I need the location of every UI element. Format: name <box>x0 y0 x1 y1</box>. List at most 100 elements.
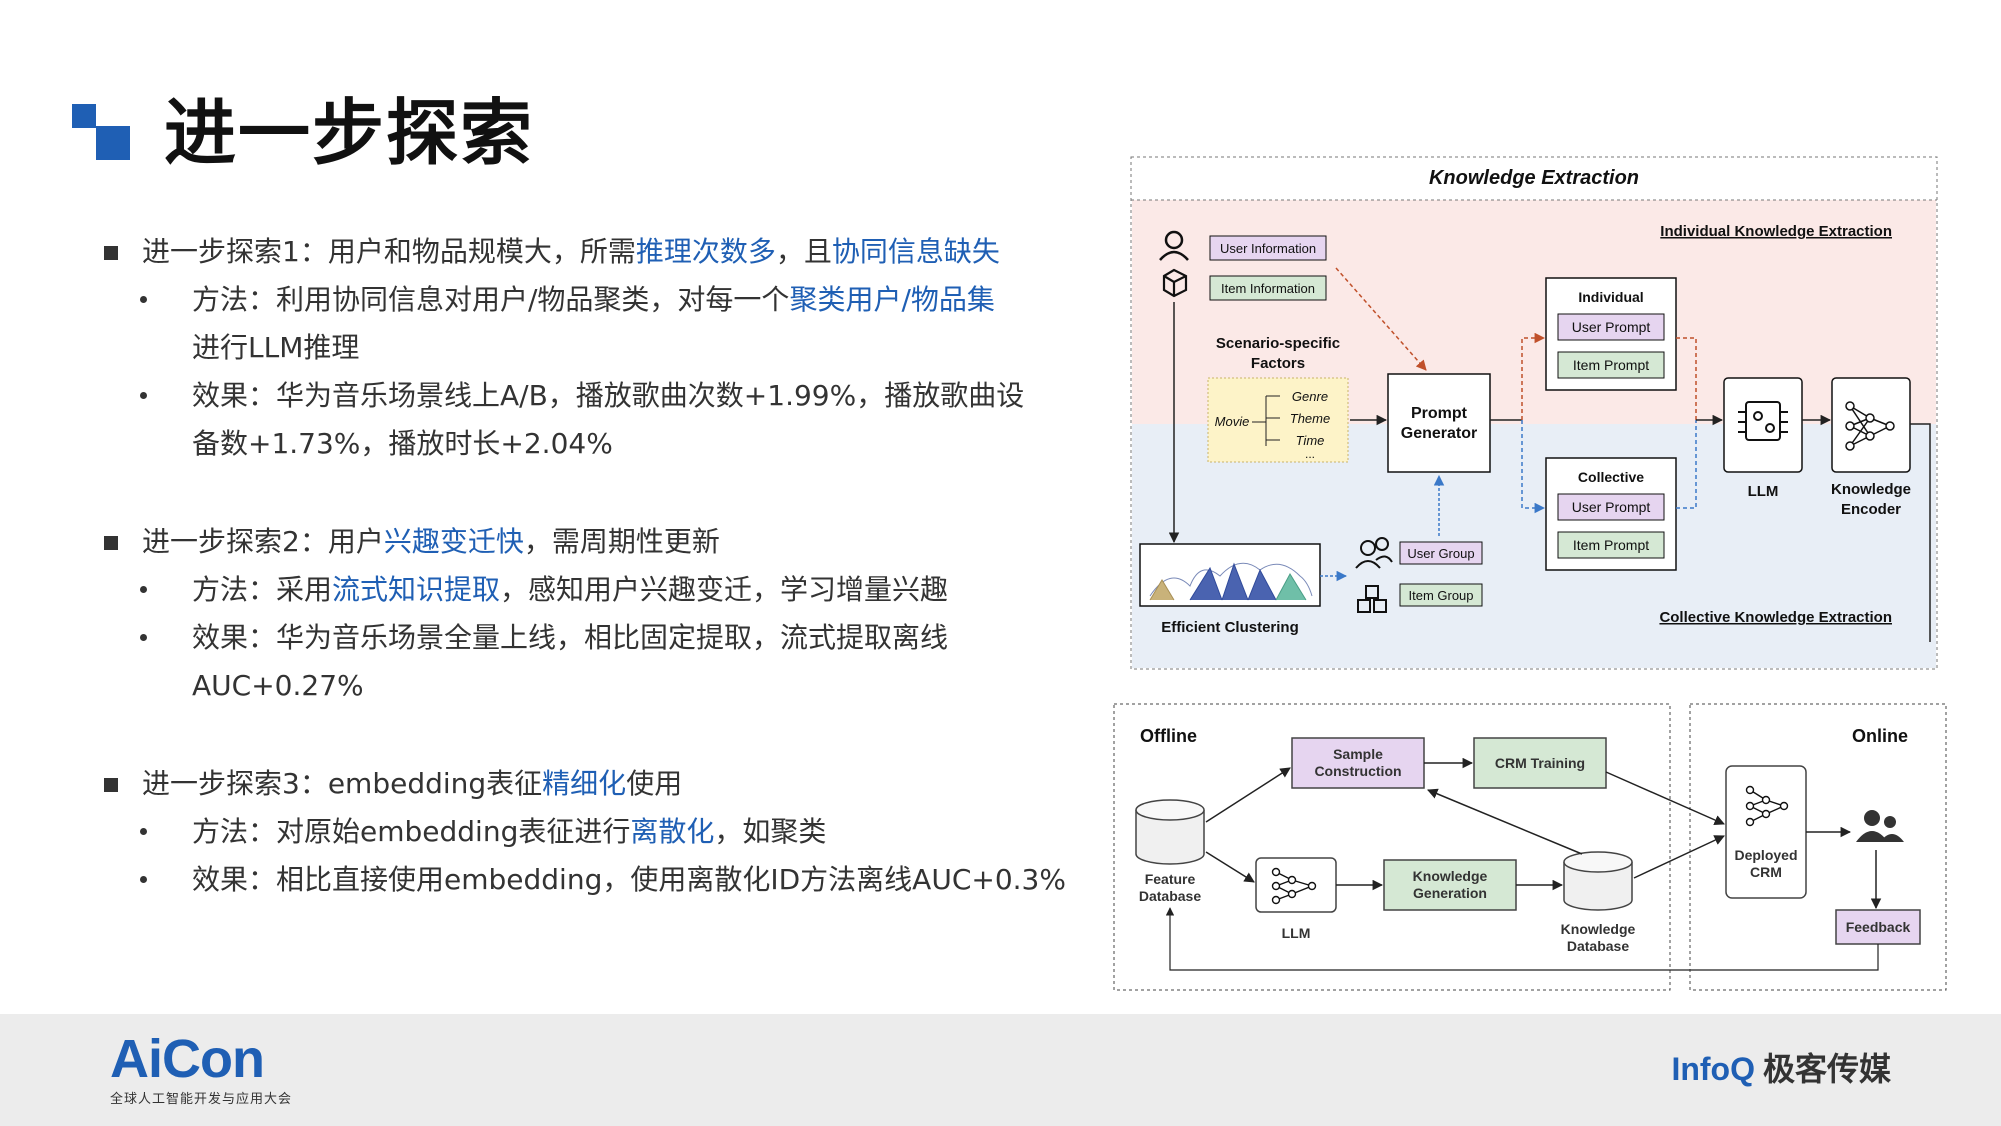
effect-text: 效果：华为音乐场景全量上线，相比固定提取，流式提取离线 <box>192 621 949 654</box>
item-prompt-label: Item Prompt <box>1573 357 1649 373</box>
knowledge-encoder-box <box>1831 377 1911 473</box>
highlight-text: 精细化 <box>542 767 627 800</box>
feature-db-label: Feature <box>1145 871 1196 887</box>
users-icon <box>1856 810 1904 842</box>
knowledge-db-label: Knowledge <box>1561 921 1636 937</box>
dot-bullet-icon <box>140 296 147 303</box>
time-label: Time <box>1296 433 1325 448</box>
knowledge-generation-label: Generation <box>1413 885 1487 901</box>
collective-user-prompt-box <box>1557 493 1665 521</box>
square-bullet-icon <box>104 536 118 550</box>
genre-label: Genre <box>1292 389 1328 404</box>
highlight-text: 聚类用户/物品集 <box>789 283 995 316</box>
cube-icon <box>1162 268 1188 298</box>
square-bullet-icon <box>104 778 118 792</box>
sample-construction-box <box>1291 737 1425 789</box>
encoder-label: Encoder <box>1841 501 1901 518</box>
title-block: 进一步探索 <box>72 88 772 178</box>
method-text: ，感知用户兴趣变迁，学习增量兴趣 <box>500 573 949 606</box>
item-group-label: Item Group <box>1408 588 1473 603</box>
user-group-icon <box>1355 537 1393 569</box>
aicon-subtitle: 全球人工智能开发与应用大会 <box>110 1092 293 1107</box>
heading-text: 进一步探索3：embedding表征 <box>142 767 543 800</box>
feature-db-label: Database <box>1139 888 1201 904</box>
effect-line: 效果：华为音乐场景线上A/B，播放歌曲次数+1.99%，播放歌曲设 <box>96 372 1056 420</box>
sample-label: Construction <box>1314 763 1401 779</box>
chip-brain-icon <box>1738 401 1788 441</box>
user-prompt-label: User Prompt <box>1572 319 1651 335</box>
prompt-generator-box <box>1387 373 1491 473</box>
method-text: ，如聚类 <box>714 815 827 848</box>
effect-line: 效果：华为音乐场景全量上线，相比固定提取，流式提取离线 <box>96 614 1056 662</box>
theme-label: Theme <box>1290 411 1330 426</box>
offline-label: Offline <box>1140 726 1197 746</box>
method-text: 方法：对原始embedding表征进行 <box>192 815 631 848</box>
section-heading: 进一步探索1：用户和物品规模大，所需推理次数多，且协同信息缺失 <box>96 228 1056 276</box>
title-squares-icon <box>72 104 136 168</box>
highlight-text: 推理次数多 <box>635 235 776 268</box>
heading-text: ，需周期性更新 <box>523 525 720 558</box>
dot-bullet-icon <box>140 392 147 399</box>
knowledge-generation-label: Knowledge <box>1413 868 1488 884</box>
collective-item-prompt-box <box>1557 531 1665 559</box>
bullet-content: 进一步探索1：用户和物品规模大，所需推理次数多，且协同信息缺失 方法：利用协同信… <box>96 228 1066 904</box>
aicon-logo: AiCon <box>110 1029 265 1089</box>
highlight-text: 流式知识提取 <box>332 573 501 606</box>
deployed-crm-label: CRM <box>1750 864 1782 880</box>
knowledge-database-icon <box>1563 851 1633 911</box>
llm-label: LLM <box>1282 925 1311 941</box>
page-title: 进一步探索 <box>164 91 535 175</box>
llm-box <box>1723 377 1803 473</box>
diagram-title: Knowledge Extraction <box>1429 167 1639 189</box>
section-heading: 进一步探索2：用户兴趣变迁快，需周期性更新 <box>96 518 1056 566</box>
item-information-box <box>1209 275 1327 301</box>
cluster-tree-icon <box>1149 562 1313 601</box>
factors-box <box>1207 377 1349 463</box>
user-icon <box>1159 230 1189 261</box>
square-bullet-icon <box>104 246 118 260</box>
neural-network-icon <box>1845 401 1895 451</box>
section-1: 进一步探索1：用户和物品规模大，所需推理次数多，且协同信息缺失 方法：利用协同信… <box>96 228 1056 468</box>
collective-label: Collective <box>1578 469 1644 485</box>
knowledge-extraction-diagram: Knowledge Extraction Individual Knowledg… <box>1130 156 1938 670</box>
effect-text: 效果：相比直接使用embedding，使用离散化ID方法离线AUC+0.3% <box>192 863 1066 896</box>
item-prompt-label: Item Prompt <box>1573 537 1649 553</box>
method-line: 方法：对原始embedding表征进行离散化，如聚类 <box>96 808 1056 856</box>
user-information-box <box>1209 235 1327 261</box>
infoq-text: InfoQ <box>1671 1051 1755 1087</box>
method-text: 方法：利用协同信息对用户/物品聚类，对每一个 <box>192 283 790 316</box>
user-group-label: User Group <box>1407 546 1474 561</box>
user-prompt-label: User Prompt <box>1572 499 1651 515</box>
highlight-text: 协同信息缺失 <box>831 235 1000 268</box>
offline-online-diagram: Offline Online Sample Construction CRM T… <box>1113 703 1947 991</box>
deployed-crm-label: Deployed <box>1734 847 1797 863</box>
effect-line: 效果：相比直接使用embedding，使用离散化ID方法离线AUC+0.3% <box>96 856 1066 904</box>
heading-text: 进一步探索1：用户和物品规模大，所需 <box>142 235 636 268</box>
crm-training-box <box>1473 737 1607 789</box>
method-line: 方法：采用流式知识提取，感知用户兴趣变迁，学习增量兴趣 <box>96 566 1056 614</box>
dot-bullet-icon <box>140 634 147 641</box>
method-line: 方法：利用协同信息对用户/物品聚类，对每一个聚类用户/物品集 <box>96 276 1056 324</box>
scenario-label: Factors <box>1251 355 1305 372</box>
effect-continuation: 备数+1.73%，播放时长+2.04% <box>96 420 1056 468</box>
effect-text: AUC+0.27% <box>192 669 364 702</box>
dot-bullet-icon <box>140 586 147 593</box>
section-2: 进一步探索2：用户兴趣变迁快，需周期性更新 方法：采用流式知识提取，感知用户兴趣… <box>96 518 1056 710</box>
neural-network-icon <box>1745 785 1789 827</box>
movie-label: Movie <box>1215 414 1250 429</box>
effect-text: 备数+1.73%，播放时长+2.04% <box>192 427 613 460</box>
clustering-label: Efficient Clustering <box>1161 619 1299 636</box>
method-continuation: 进行LLM推理 <box>96 324 1056 372</box>
heading-text: 使用 <box>626 767 683 800</box>
dot-bullet-icon <box>140 828 147 835</box>
individual-user-prompt-box <box>1557 313 1665 341</box>
llm-box <box>1255 857 1337 913</box>
prompt-generator-label: Generator <box>1401 425 1477 442</box>
feature-database-icon <box>1135 799 1205 865</box>
user-group-box <box>1399 541 1483 565</box>
neural-network-icon <box>1271 867 1317 905</box>
sample-label: Sample <box>1333 746 1383 762</box>
individual-extraction-label: Individual Knowledge Extraction <box>1660 223 1892 240</box>
individual-label: Individual <box>1578 289 1643 305</box>
scenario-label: Scenario-specific <box>1216 335 1340 352</box>
